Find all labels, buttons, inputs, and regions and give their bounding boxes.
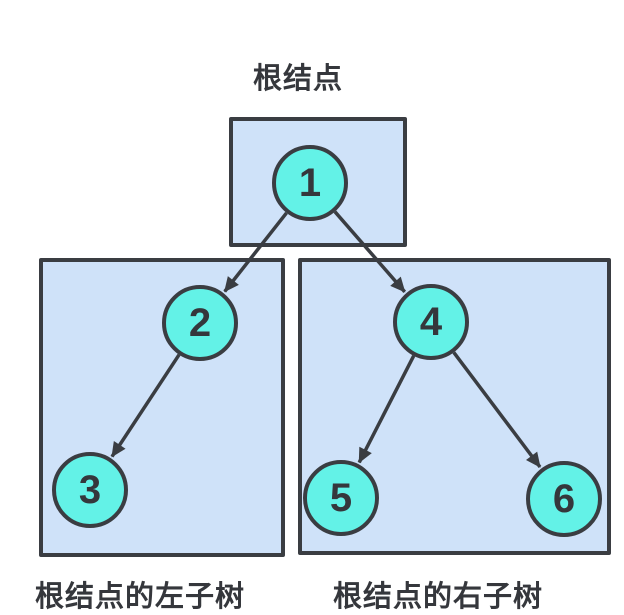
tree-node-3: 3: [52, 452, 128, 528]
tree-node-2: 2: [162, 285, 238, 361]
tree-node-4: 4: [393, 284, 469, 360]
tree-node-6: 6: [526, 461, 602, 537]
tree-node-5: 5: [303, 460, 379, 536]
root-node-caption: 根结点: [253, 63, 344, 95]
tree-node-1: 1: [272, 145, 348, 221]
left-subtree-caption: 根结点的左子树: [35, 581, 246, 613]
right-subtree-caption: 根结点的右子树: [333, 581, 544, 613]
